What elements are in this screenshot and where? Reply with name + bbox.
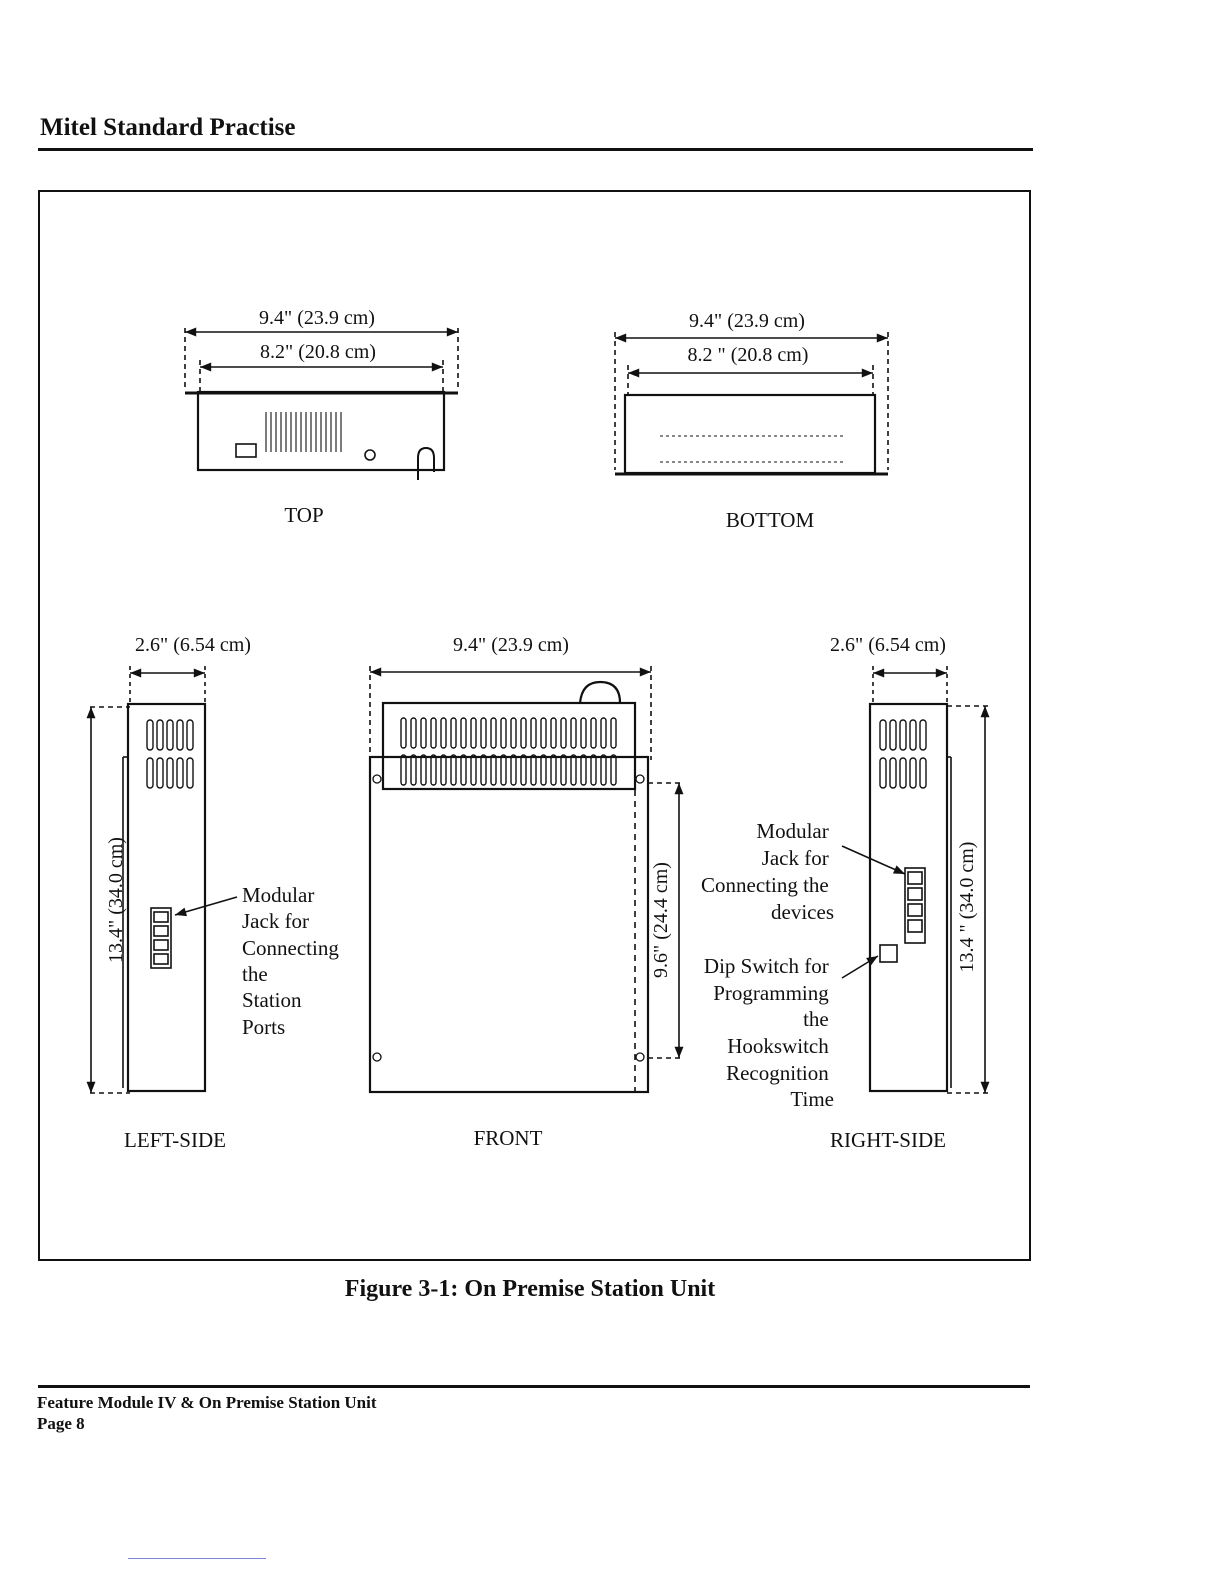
right-vent-slots (879, 719, 927, 789)
figure-frame (38, 190, 1031, 1261)
bottom-outer-dim: 9.4" (23.9 cm) (689, 310, 805, 332)
footer-document-title: Feature Module IV & On Premise Station U… (37, 1393, 377, 1412)
left-callout: Modular Jack for Connecting the Station … (242, 883, 344, 1039)
front-label: FRONT (474, 1126, 543, 1150)
front-mount-holes (372, 774, 645, 1062)
top-cord-icon (417, 446, 435, 480)
top-inner-dim: 8.2" (20.8 cm) (260, 341, 376, 363)
top-jack-icon (235, 443, 257, 458)
front-view: 9.4" (23.9 cm) (368, 634, 684, 1150)
right-side-label: RIGHT-SIDE (830, 1128, 946, 1152)
footer-page-number: Page 8 (37, 1414, 85, 1433)
top-vent-slots (265, 412, 342, 452)
front-vent-slots (400, 717, 617, 786)
front-width-dim: 9.4" (23.9 cm) (453, 634, 569, 656)
bottom-label: BOTTOM (726, 508, 815, 532)
right-dip-callout: Dip Switch for Programming the Hookswitc… (704, 954, 834, 1111)
right-side-view: 2.6" (6.54 cm) (701, 634, 990, 1152)
top-knob-icon (364, 449, 376, 461)
left-modular-jack-icon (150, 907, 172, 969)
page-header-title: Mitel Standard Practise (40, 114, 296, 141)
bottom-edge-line (128, 1558, 266, 1559)
top-view: 9.4" (23.9 cm) 8.2" (20.8 cm) (184, 307, 459, 527)
right-width-dim: 2.6" (6.54 cm) (830, 634, 946, 656)
front-height-dim: 9.6" (24.4 cm) (650, 862, 672, 978)
bottom-view: 9.4" (23.9 cm) 8.2 " (20.8 cm) BOTTOM (614, 310, 889, 532)
right-height-dim: 13.4 " (34.0 cm) (956, 842, 978, 973)
header-rule (38, 148, 1033, 151)
front-cord-loop (578, 680, 622, 704)
dip-switch-icon (879, 944, 898, 963)
right-jack-callout: Modular Jack for Connecting the devices (701, 819, 834, 924)
top-outer-dim: 9.4" (23.9 cm) (259, 307, 375, 329)
left-side-label: LEFT-SIDE (124, 1128, 226, 1152)
figure-caption: Figure 3-1: On Premise Station Unit (344, 1276, 716, 1302)
left-side-view: 2.6" (6.54 cm) (86, 634, 344, 1152)
bottom-inner-dim: 8.2 " (20.8 cm) (688, 344, 809, 366)
bottom-vent-slots (660, 435, 845, 463)
top-label: TOP (284, 503, 323, 527)
left-height-dim: 13.4" (34.0 cm) (105, 837, 127, 963)
left-vent-slots (146, 719, 194, 789)
footer-rule (38, 1385, 1030, 1388)
left-width-dim: 2.6" (6.54 cm) (135, 634, 251, 656)
right-modular-jack-icon (904, 867, 926, 944)
